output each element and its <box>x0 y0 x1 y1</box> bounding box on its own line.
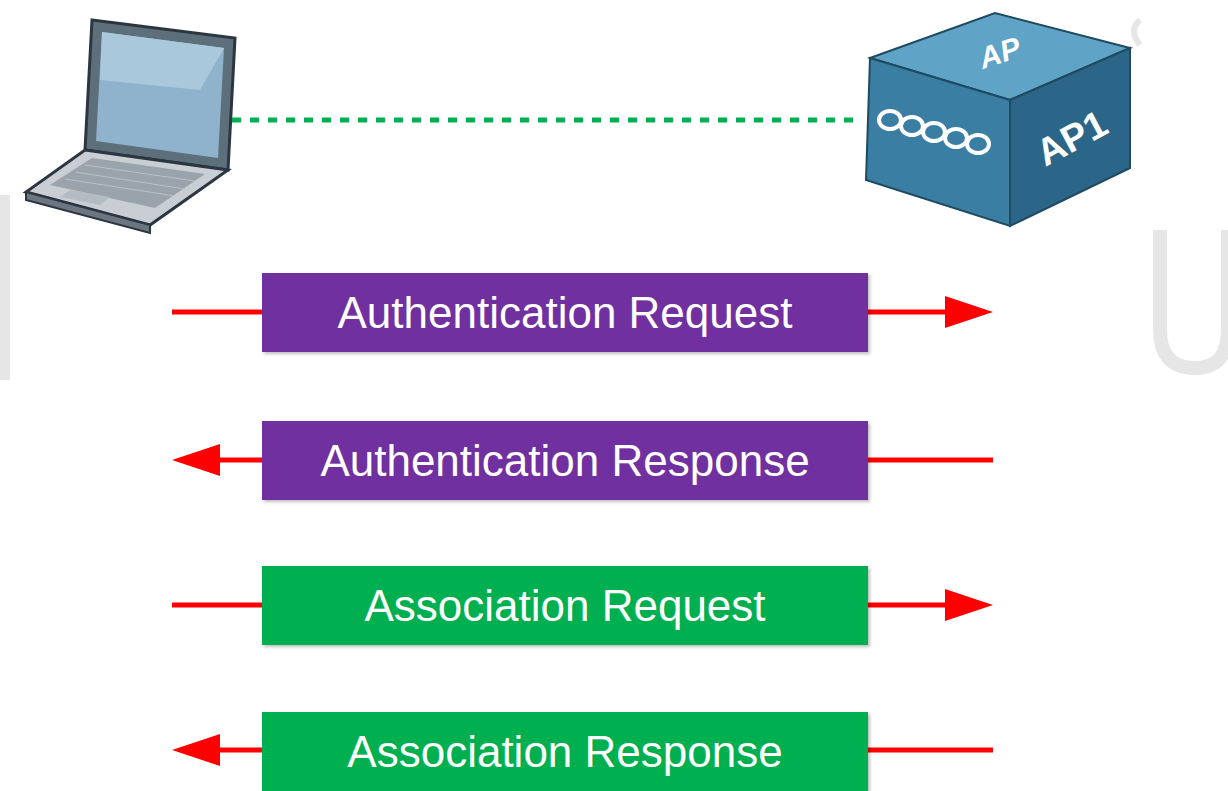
message-bar: Authentication Request <box>262 273 868 352</box>
watermark-shape <box>1134 20 1140 45</box>
message-name: Authentication Response <box>320 436 809 486</box>
laptop-icon <box>26 20 235 233</box>
message-name: Association Request <box>364 581 765 631</box>
message-name: Authentication Request <box>338 288 793 338</box>
message-bar: Authentication Response <box>262 421 868 500</box>
wireless-link <box>232 118 862 123</box>
message-bar: Association Request <box>262 566 868 645</box>
message-name: Association Response <box>347 727 782 777</box>
watermark-shape <box>0 195 10 380</box>
access-point: APAP1 <box>860 8 1135 230</box>
message-arrow <box>172 296 993 766</box>
watermark-shape <box>1160 230 1228 368</box>
message-bar: Association Response <box>262 712 868 791</box>
